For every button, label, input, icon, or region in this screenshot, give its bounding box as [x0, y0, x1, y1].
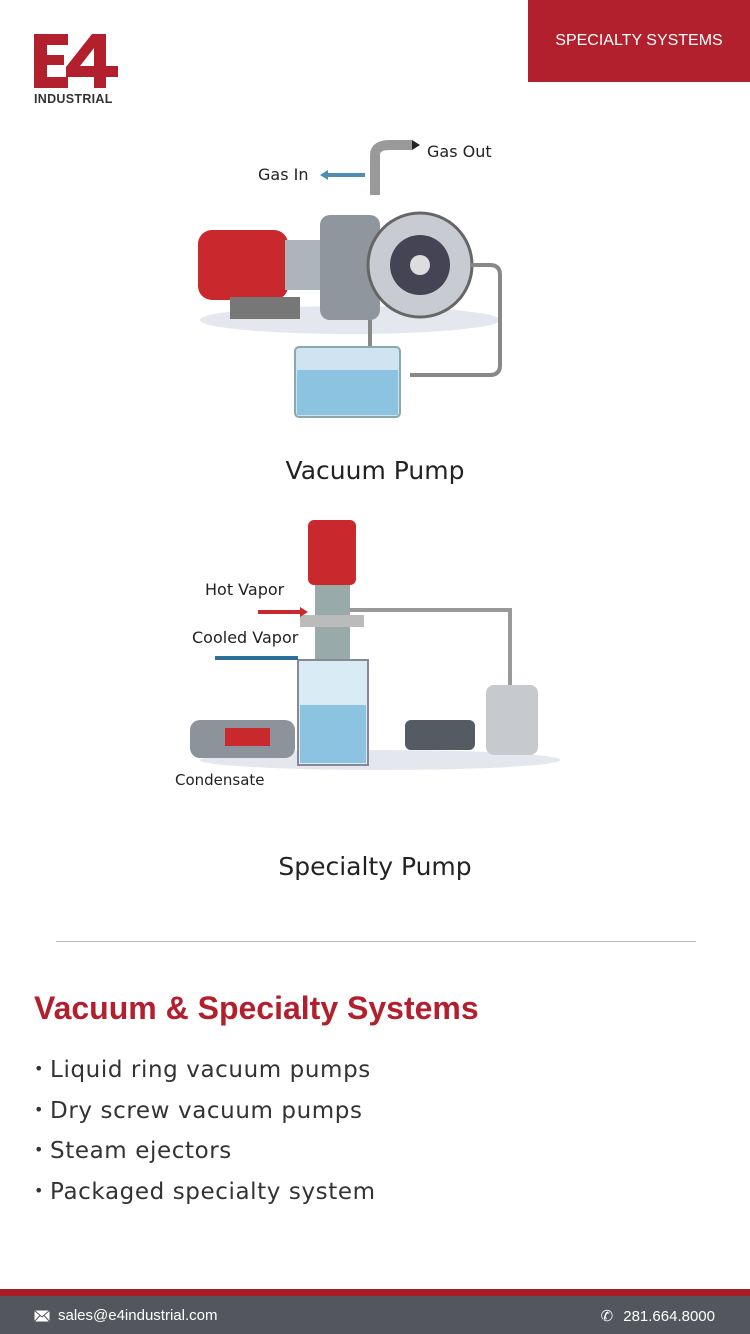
list-item: •Dry screw vacuum pumps — [34, 1097, 363, 1124]
footer: sales@e4industrial.com ✆ 281.664.8000 — [0, 1296, 750, 1334]
condensate-label: Condensate — [175, 771, 265, 789]
phone-link[interactable]: ✆ 281.664.8000 — [600, 1307, 715, 1326]
gas-in-label: Gas In — [258, 165, 308, 184]
specialty-systems-badge: SPECIALTY SYSTEMS — [528, 0, 750, 82]
list-item: •Liquid ring vacuum pumps — [34, 1057, 371, 1083]
specialty-pump-caption: Specialty Pump — [278, 852, 472, 881]
section-title: Vacuum & Specialty Systems — [34, 990, 479, 1026]
vacuum-pump-caption: Vacuum Pump — [285, 456, 465, 485]
email-link[interactable]: sales@e4industrial.com — [34, 1307, 217, 1324]
e4-industrial-logo[interactable]: INDUSTRIAL — [34, 34, 120, 108]
vacuum-pump-illustration: Gas Out Gas In — [198, 140, 502, 418]
specialty-pump-illustration: Hot Vapor Cooled Vapor Condensate — [175, 520, 560, 789]
logo-mark-icon — [34, 34, 118, 88]
systems-list: •Liquid ring vacuum pumps •Dry screw vac… — [34, 1057, 376, 1219]
cooled-vapor-label: Cooled Vapor — [192, 628, 299, 647]
list-item: •Packaged specialty system — [34, 1178, 376, 1205]
logo-text: INDUSTRIAL — [34, 92, 113, 106]
gas-out-label: Gas Out — [427, 142, 492, 161]
phone-icon: ✆ — [600, 1308, 614, 1325]
list-item: •Steam ejectors — [34, 1138, 232, 1164]
divider — [56, 941, 696, 942]
footer-accent-line — [0, 1289, 750, 1296]
hot-vapor-label: Hot Vapor — [205, 580, 285, 599]
envelope-icon — [34, 1309, 50, 1322]
